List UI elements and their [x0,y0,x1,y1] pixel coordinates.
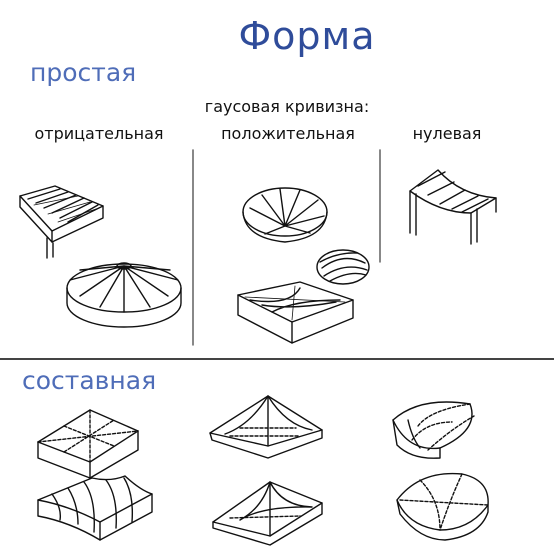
composite-shape-1 [37,409,139,479]
section-simple-heading: простая [30,58,137,87]
composite-shape-4 [37,475,153,541]
dish-shape [242,187,328,243]
column-negative-label: отрицательная [34,124,164,143]
concave-square-shape [237,281,354,344]
hypar-shape [19,185,104,259]
composite-shape-5 [212,481,323,546]
gauss-curvature-label: гаусовая кривизна: [204,97,370,116]
sphere-cap-shape [316,249,370,285]
section-composite-heading: составная [22,366,157,395]
column-positive-label: положительная [221,124,355,143]
composite-shape-6 [396,472,489,541]
page-title: Форма [238,14,376,58]
cylindrical-vault-shape [409,169,497,245]
saddle-dome-shape [66,262,182,328]
column-zero-label: нулевая [412,124,482,143]
composite-shape-2 [209,395,323,459]
composite-shape-3 [392,401,475,459]
